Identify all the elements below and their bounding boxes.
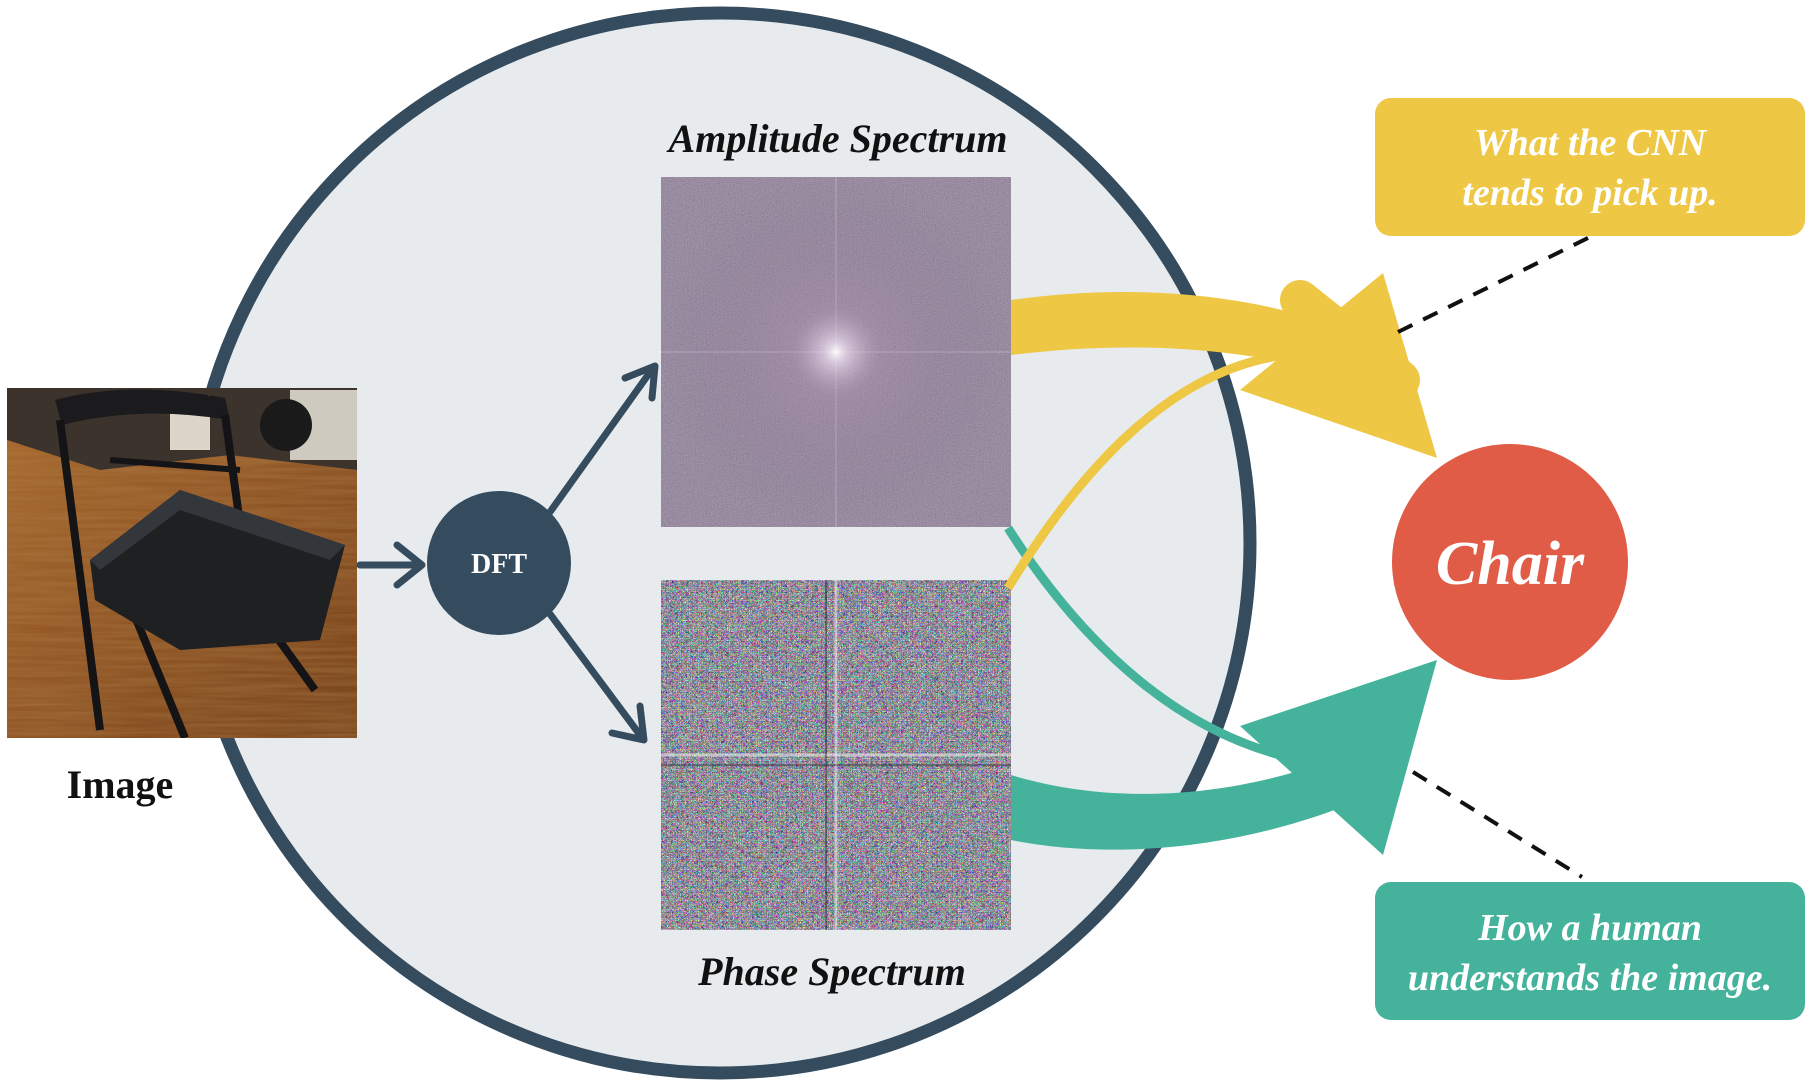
arrow-image-to-dft	[356, 541, 426, 589]
human-callout: How a human understands the image.	[1375, 882, 1805, 1020]
phase-spectrum-label: Phase Spectrum	[697, 949, 966, 994]
human-callout-connector	[1411, 770, 1584, 879]
human-callout-line2: understands the image.	[1408, 957, 1772, 999]
cnn-callout-connector	[1397, 234, 1593, 334]
phase-to-cnn-curve	[1004, 350, 1286, 591]
chair-output-node: Chair	[1392, 444, 1628, 680]
cnn-callout: What the CNN tends to pick up.	[1375, 98, 1805, 236]
image-label: Image	[67, 762, 174, 807]
phase-spectrum-image	[661, 580, 1011, 930]
cnn-callout-line2: tends to pick up.	[1462, 172, 1717, 214]
dft-label: DFT	[471, 549, 527, 580]
arrow-dft-to-phase	[546, 610, 648, 744]
cnn-callout-line1: What the CNN	[1474, 122, 1708, 164]
amplitude-to-human-curve	[1004, 525, 1282, 760]
arrow-dft-to-amplitude	[546, 362, 659, 516]
dft-node: DFT	[427, 491, 571, 635]
amplitude-spectrum-image	[661, 177, 1011, 527]
phase-flow-arrow	[1011, 660, 1437, 855]
chair-label: Chair	[1436, 530, 1585, 598]
human-callout-line1: How a human	[1477, 907, 1702, 949]
amplitude-flow-arrow	[1011, 273, 1437, 458]
amplitude-spectrum-label: Amplitude Spectrum	[666, 116, 1008, 161]
input-image	[7, 388, 357, 738]
